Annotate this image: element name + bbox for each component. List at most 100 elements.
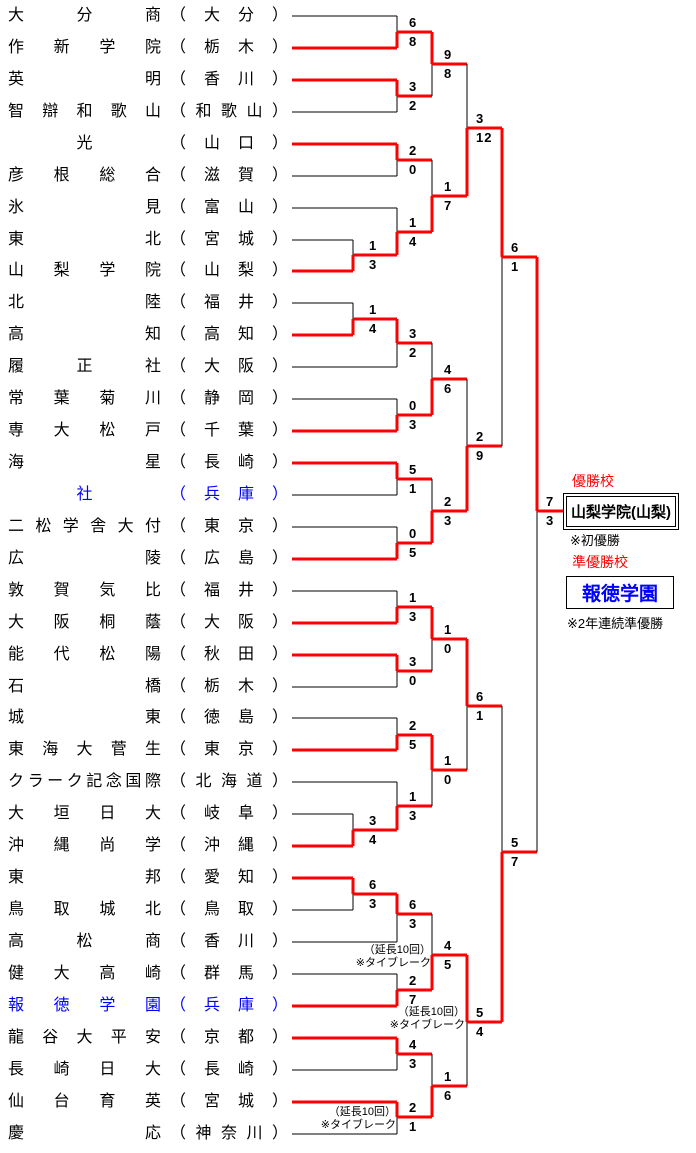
match-score-bottom: 7 [409, 992, 418, 1007]
match-score-bottom: 12 [476, 130, 493, 145]
extra-inning-note-line1: （延長10回） [328, 1106, 396, 1118]
team-name: 作新学院 [8, 39, 161, 56]
team-name: 能代松陽 [8, 646, 161, 663]
team-row: 常葉菊川 （静岡） [0, 389, 290, 409]
runner-up-label: 準優勝校 [572, 554, 628, 570]
team-prefecture: （栃木） [170, 39, 288, 56]
team-row: 作新学院 （栃木） [0, 38, 290, 58]
match-score-top: 2 [409, 973, 418, 988]
team-prefecture: （長崎） [170, 454, 288, 471]
team-prefecture: （東京） [170, 741, 288, 758]
team-row: 社 （兵庫） [0, 485, 290, 505]
match-score-bottom: 3 [444, 513, 453, 528]
extra-inning-note: （延長10回）※タイブレーク [256, 1106, 396, 1132]
match-score-top: 1 [444, 179, 453, 194]
team-prefecture: （富山） [170, 199, 288, 216]
team-prefecture: （大阪） [170, 614, 288, 631]
team-prefecture: （秋田） [170, 646, 288, 663]
team-row: 専大松戸（千葉） [0, 421, 290, 441]
team-name: 高松商 [8, 933, 161, 950]
extra-inning-note: （延長10回）※タイブレーク [291, 944, 431, 970]
match-score-top: 1 [444, 753, 453, 768]
team-name: 広陵 [8, 550, 161, 567]
match-score-top: 5 [409, 462, 418, 477]
match-score-top: 5 [511, 835, 520, 850]
team-name: 鳥取城北 [8, 901, 161, 918]
team-row: 大阪桐蔭（大阪） [0, 613, 290, 633]
team-row: 龍谷大平安（京都） [0, 1028, 290, 1048]
team-prefecture: （和歌山） [170, 103, 288, 120]
team-name: 大分商 [8, 7, 161, 24]
team-name: 石橋 [8, 678, 161, 695]
team-row: 石橋 （栃木） [0, 677, 290, 697]
team-name: 敦賀気比 [8, 582, 161, 599]
match-score-bottom: 8 [409, 34, 418, 49]
team-prefecture: （静岡） [170, 390, 288, 407]
team-prefecture: （大分） [170, 7, 288, 24]
match-score-top: 1 [409, 789, 418, 804]
match-score-bottom: 6 [444, 381, 453, 396]
match-score-bottom: 3 [369, 896, 378, 911]
team-row: 東海大菅生（東京） [0, 740, 290, 760]
champion-note: ※初優勝 [570, 533, 620, 548]
match-score-top: 7 [546, 494, 555, 509]
team-row: 鳥取城北（鳥取） [0, 900, 290, 920]
match-score-bottom: 7 [511, 854, 520, 869]
team-prefecture: （栃木） [170, 678, 288, 695]
team-row: 二松学舎大付（東京） [0, 517, 290, 537]
match-score-bottom: 9 [476, 448, 485, 463]
team-name: 報徳学園 [8, 997, 161, 1014]
team-row: 英明（香川） [0, 70, 290, 90]
team-name: 彦根総合 [8, 167, 161, 184]
team-row: 大垣日大 （岐阜） [0, 804, 290, 824]
champion-box: 山梨学院(山梨) [563, 493, 679, 530]
team-prefecture: （岐阜） [170, 805, 288, 822]
team-row: 敦賀気比 （福井） [0, 581, 290, 601]
match-score-top: 6 [409, 15, 418, 30]
match-score-bottom: 3 [409, 916, 418, 931]
match-score-bottom: 5 [409, 545, 418, 560]
team-name: 履正社 [8, 358, 161, 375]
team-row: 光（山口） [0, 134, 290, 154]
match-score-bottom: 1 [409, 481, 418, 496]
team-prefecture: （兵庫） [170, 486, 288, 503]
team-name: 高知 [8, 326, 161, 343]
match-score-top: 2 [444, 494, 453, 509]
match-score-bottom: 0 [444, 772, 453, 787]
match-score-bottom: 4 [409, 234, 418, 249]
match-score-bottom: 5 [444, 957, 453, 972]
runner-up-note: ※2年連続準優勝 [567, 616, 664, 631]
team-name: 常葉菊川 [8, 390, 161, 407]
runner-up-name: 報徳学園 [581, 584, 658, 605]
match-score-bottom: 3 [409, 1056, 418, 1071]
match-score-top: 3 [409, 79, 418, 94]
team-prefecture: （福井） [170, 582, 288, 599]
match-score-top: 6 [476, 689, 485, 704]
team-row: 仙台育英（宮城） [0, 1092, 290, 1112]
team-prefecture: （広島） [170, 550, 288, 567]
team-name: 英明 [8, 71, 161, 88]
match-score-bottom: 3 [409, 808, 418, 823]
match-score-bottom: 1 [511, 259, 520, 274]
team-name: 氷見 [8, 199, 161, 216]
team-name: 健大高崎 [8, 965, 161, 982]
match-score-top: 3 [409, 326, 418, 341]
team-name: 北陸 [8, 294, 161, 311]
team-name: 大垣日大 [8, 805, 161, 822]
team-prefecture: （長崎） [170, 1061, 288, 1078]
team-name: 智辯和歌山 [8, 103, 161, 120]
match-score-bottom: 1 [409, 1119, 418, 1134]
match-score-top: 9 [444, 47, 453, 62]
team-name: 専大松戸 [8, 422, 161, 439]
team-prefecture: （大阪） [170, 358, 288, 375]
extra-inning-note-line2: ※タイブレーク [389, 1019, 465, 1031]
team-name: 社 [76, 486, 93, 503]
champion-name: 山梨学院(山梨) [571, 504, 671, 521]
extra-inning-note-line1: （延長10回） [363, 944, 431, 956]
match-score-top: 6 [511, 240, 520, 255]
team-name: 光 [76, 135, 93, 152]
match-score-top: 3 [369, 813, 378, 828]
team-prefecture: （北海道） [170, 773, 288, 790]
team-row: 履正社 （大阪） [0, 357, 290, 377]
